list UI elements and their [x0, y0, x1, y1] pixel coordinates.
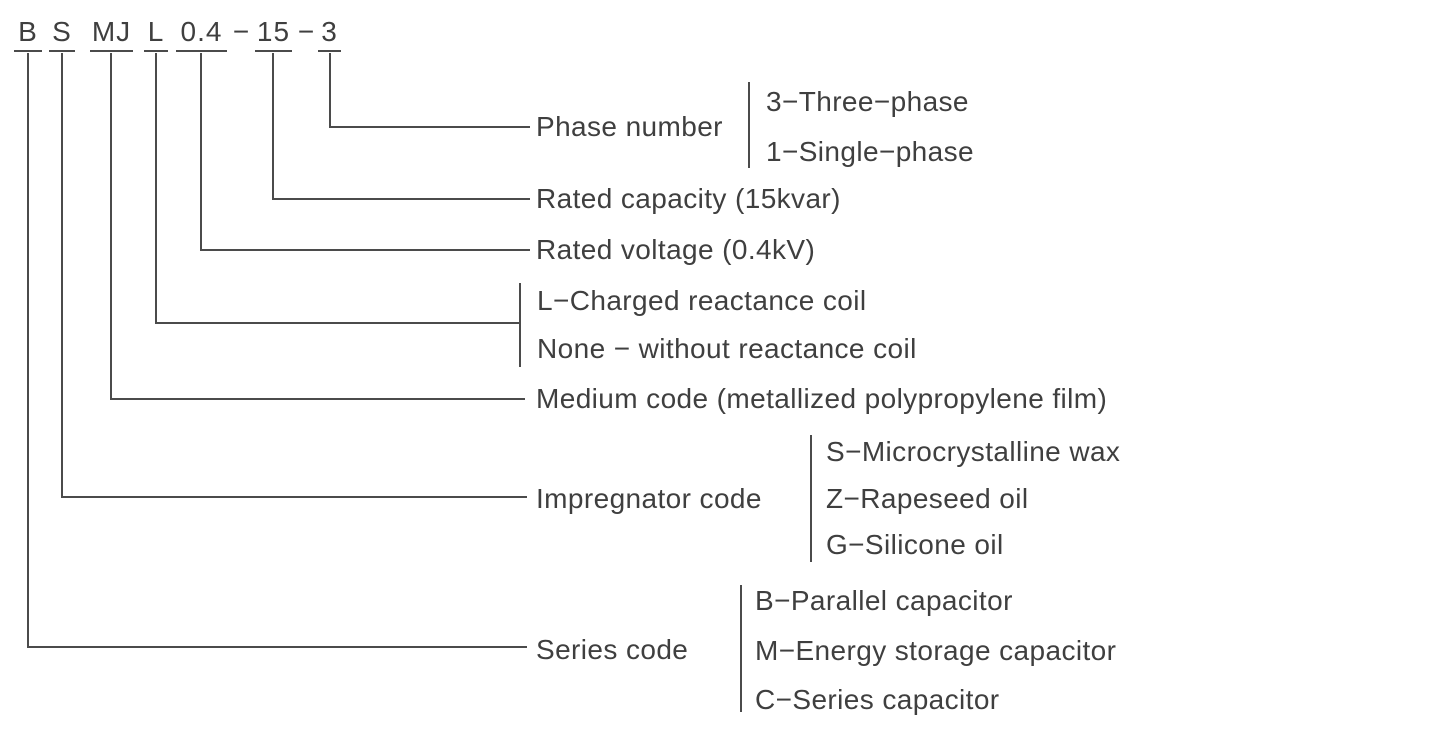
option-series-capacitor: C−Series capacitor — [755, 684, 1000, 715]
option-energy-storage-capacitor: M−Energy storage capacitor — [755, 635, 1117, 666]
code-part-capacity: 15 — [255, 16, 292, 52]
label-rated-voltage: Rated voltage (0.4kV) — [536, 234, 816, 265]
code-separator: − — [297, 16, 315, 47]
connector-phase — [329, 53, 530, 128]
label-rated-capacity: Rated capacity (15kvar) — [536, 183, 841, 214]
code-part-voltage: 0.4 — [176, 16, 227, 52]
option-without-reactance: None − without reactance coil — [537, 333, 917, 364]
code-part-b: B — [14, 16, 42, 52]
code-part-l: L — [144, 16, 168, 52]
connector-voltage — [200, 53, 530, 251]
option-single-phase: 1−Single−phase — [766, 136, 974, 167]
code-part-phase: 3 — [318, 16, 341, 52]
connector-medium — [110, 53, 525, 400]
connector-impregnator — [61, 53, 527, 498]
reactance-options-divider — [519, 283, 521, 367]
option-three-phase: 3−Three−phase — [766, 86, 969, 117]
option-parallel-capacitor: B−Parallel capacitor — [755, 585, 1013, 616]
code-part-s: S — [49, 16, 75, 52]
option-charged-reactance: L−Charged reactance coil — [537, 285, 867, 316]
label-impregnator-code: Impregnator code — [536, 483, 762, 514]
option-silicone-oil: G−Silicone oil — [826, 529, 1004, 560]
connector-series — [27, 53, 527, 648]
option-rapeseed-oil: Z−Rapeseed oil — [826, 483, 1029, 514]
label-phase-number: Phase number — [536, 111, 723, 142]
label-series-code: Series code — [536, 634, 689, 665]
series-options-divider — [740, 585, 742, 712]
phase-options-divider — [748, 82, 750, 168]
code-part-mj: MJ — [90, 16, 133, 52]
impregnator-options-divider — [810, 435, 812, 562]
connector-capacity — [272, 53, 530, 200]
code-separator: − — [232, 16, 250, 47]
label-medium-code: Medium code (metallized polypropylene fi… — [536, 383, 1108, 414]
connector-reactance — [155, 53, 521, 324]
option-microcrystalline-wax: S−Microcrystalline wax — [826, 436, 1121, 467]
